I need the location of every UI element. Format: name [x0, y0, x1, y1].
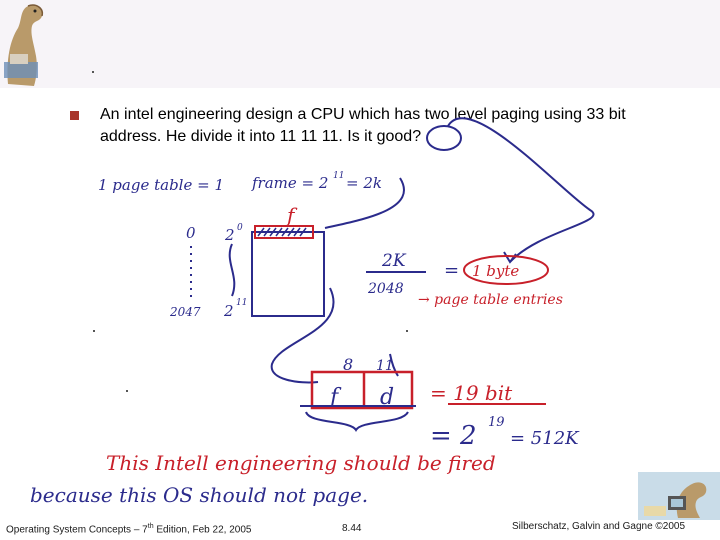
footer-title-sup: th [147, 523, 154, 530]
bullet-text: An intel engineering design a CPU which … [100, 106, 626, 145]
page-frame-top-row [254, 225, 314, 239]
stray-dot [126, 390, 128, 392]
header-band [0, 0, 720, 88]
annotation-frac-den: 2048 [367, 281, 404, 297]
annotation-zero: 0 [186, 224, 196, 242]
dinosaur-corner-icon [638, 472, 720, 520]
curve-to-address-box [270, 287, 335, 384]
annotation-num-8: 8 [343, 355, 353, 374]
annotation-two-0: 2 [224, 226, 235, 244]
annotation-two-11-exp: 11 [236, 298, 247, 308]
brace-under-box [305, 411, 409, 432]
annotation-2047: 2047 [169, 305, 201, 319]
page-frame-box [251, 231, 325, 317]
curve-to-frame [324, 177, 405, 229]
annotation-one-byte: 1 byte [472, 262, 519, 280]
annotation-verdict-2: because this OS should not page. [30, 483, 368, 507]
stray-dot [406, 330, 408, 332]
footer-authors: Silberschatz, Galvin and Gagne ©2005 [512, 521, 686, 532]
footer-book-title: Operating System Concepts – 7th Edition,… [6, 523, 251, 535]
annotation-eq-2-exp: 19 [488, 415, 505, 430]
circle-around-11 [426, 125, 462, 151]
stray-dot [92, 71, 94, 73]
annotation-verdict-1: This Intell engineering should be fired [106, 451, 496, 475]
annotation-two-0-exp: 0 [237, 223, 243, 233]
annotation-frac-num: 2K [381, 251, 407, 271]
annotation-2k: = 2k [346, 174, 382, 192]
curve-arrow-to-byte [447, 117, 595, 263]
annotation-label-f: f [285, 203, 298, 227]
circle-one-byte [463, 255, 549, 285]
dinosaur-logo-icon [4, 4, 44, 86]
stray-dot [93, 330, 95, 332]
bullet-marker [70, 111, 79, 120]
annotation-frame-exp: 11 [333, 171, 344, 181]
annotation-eq-512k: = 512K [510, 428, 580, 449]
annotation-frame: frame = 2 [251, 174, 328, 192]
annotation-num-11: 11 [376, 358, 394, 374]
annotation-two-11: 2 [223, 302, 234, 320]
annotation-19-bit: = 19 bit [430, 381, 513, 405]
annotation-page-table: 1 page table = 1 [98, 176, 224, 194]
annotation-box-d: d [380, 385, 394, 410]
annotation-page-table-entries: → page table entries [418, 292, 563, 308]
footer-page-number: 8.44 [342, 523, 362, 534]
footer-title: Operating System Concepts – 7 [6, 524, 148, 536]
address-box [310, 370, 414, 410]
annotation-equals: = [444, 260, 459, 281]
footer-title-rest: Edition, Feb 22, 2005 [153, 524, 252, 536]
annotation-eq-2: = 2 [430, 421, 477, 451]
